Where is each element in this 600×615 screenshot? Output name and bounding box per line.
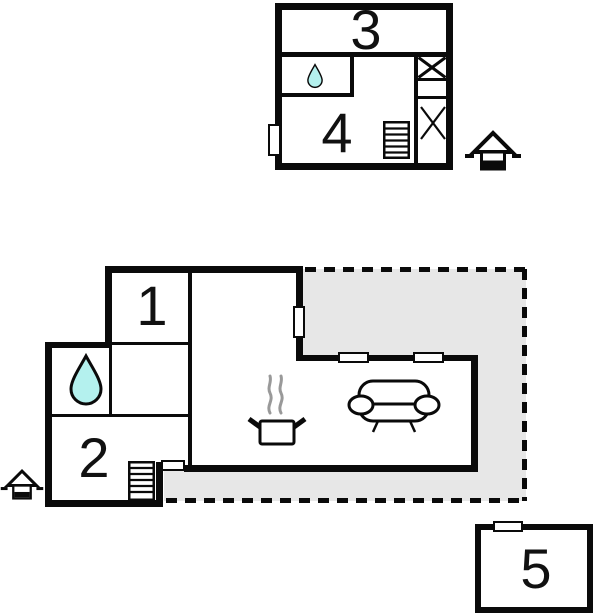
door-marker	[493, 521, 523, 532]
staircase-icon	[383, 121, 410, 159]
wall-segment	[52, 414, 190, 417]
wall-segment	[45, 500, 163, 507]
wall-segment	[414, 57, 418, 163]
wall-segment	[475, 524, 593, 530]
terrace-area	[164, 471, 303, 501]
room-label: 2	[78, 426, 110, 489]
wall-segment	[275, 3, 282, 170]
wall-segment	[105, 266, 112, 345]
wall-segment	[418, 78, 446, 81]
crossed-box-icon	[417, 56, 447, 79]
wall-segment	[184, 465, 478, 472]
wall-segment	[45, 342, 52, 507]
wall-segment	[475, 607, 593, 613]
staircase-icon	[128, 461, 155, 501]
wall-segment	[105, 266, 303, 273]
water-drop-icon	[307, 63, 323, 89]
wall-segment	[296, 355, 478, 361]
room-label: 4	[321, 101, 353, 164]
room-label: 1	[136, 274, 168, 337]
door-marker	[268, 124, 281, 156]
sofa-icon	[347, 379, 441, 433]
wall-segment	[418, 96, 446, 99]
door-marker	[293, 306, 305, 338]
crossed-box-icon	[420, 106, 446, 140]
wall-segment	[275, 3, 453, 10]
wall-segment	[471, 355, 478, 472]
entrance-icon	[0, 468, 44, 500]
water-drop-icon	[69, 352, 103, 406]
wall-segment	[275, 163, 453, 170]
wall-segment	[282, 52, 446, 57]
wall-segment	[587, 524, 593, 613]
cooking-pot-icon	[247, 374, 307, 446]
wall-segment	[350, 57, 354, 97]
wall-segment	[156, 462, 163, 507]
wall-segment	[112, 342, 190, 345]
room-label: 5	[520, 537, 552, 600]
entrance-icon	[465, 130, 521, 171]
window-marker	[338, 352, 369, 363]
wall-segment	[188, 266, 192, 472]
room-label: 3	[350, 0, 382, 61]
door-marker	[161, 460, 185, 471]
wall-segment	[282, 93, 354, 97]
wall-segment	[446, 3, 453, 170]
wall-segment	[45, 342, 112, 348]
wall-segment	[475, 524, 481, 613]
wall-segment	[109, 348, 112, 417]
window-marker	[413, 352, 444, 363]
